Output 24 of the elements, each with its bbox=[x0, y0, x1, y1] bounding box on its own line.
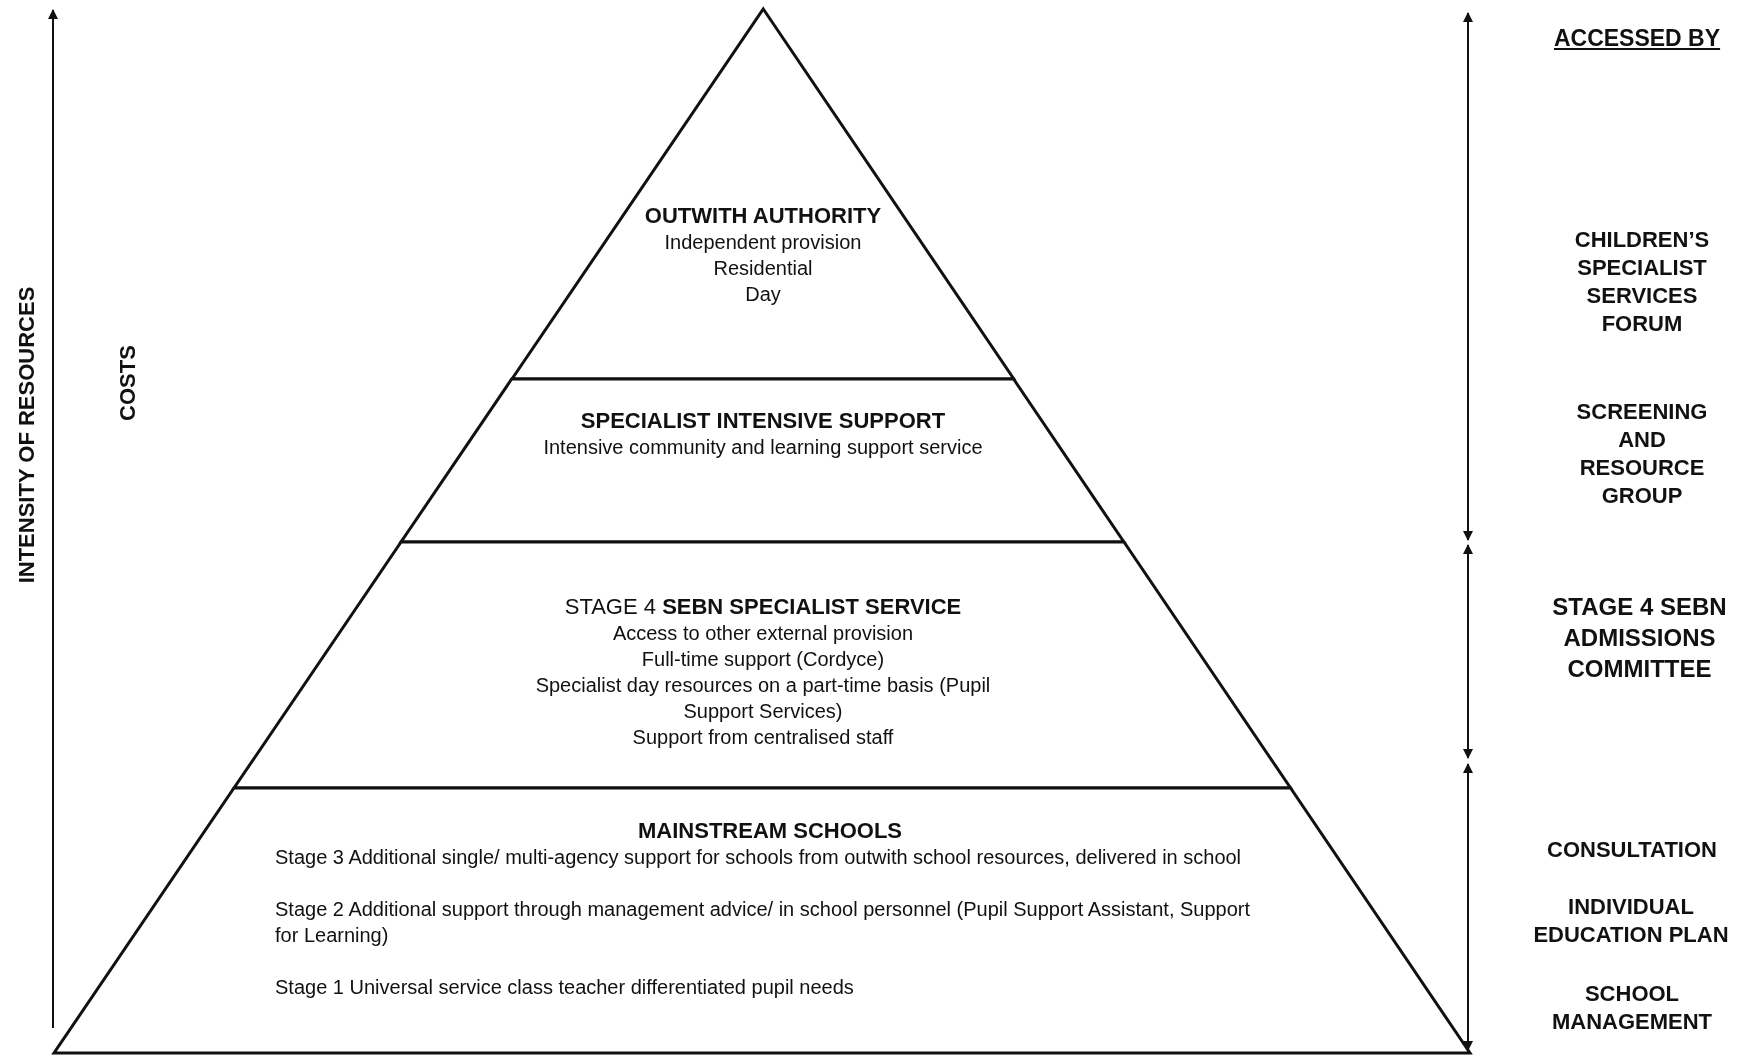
group-label: STAGE 4 SEBN ADMISSIONS COMMITTEE bbox=[1551, 592, 1728, 684]
group-label: CONSULTATION bbox=[1546, 836, 1718, 864]
tier-text: Stage 1 Universal service class teacher differentiated pupil needs bbox=[275, 975, 855, 1000]
tier-heading: STAGE 4 SEBN SPECIALIST SERVICE bbox=[563, 594, 963, 620]
tier-text: Support from centralised staff bbox=[631, 725, 895, 750]
tier-text: Independent provision bbox=[663, 230, 863, 255]
tier-text: Residential bbox=[712, 256, 814, 281]
tier-text: Access to other external provision bbox=[611, 621, 915, 646]
axis-label: COSTS bbox=[113, 345, 141, 421]
column-heading: ACCESSED BY bbox=[1552, 24, 1722, 52]
tier-text: Day bbox=[744, 282, 782, 307]
tier-heading: MAINSTREAM SCHOOLS bbox=[637, 818, 903, 844]
group-label: SCHOOL MANAGEMENT bbox=[1550, 980, 1714, 1036]
tier-text: Stage 3 Additional single/ multi-agency support for schools from outwith school resources, delivered in school bbox=[275, 845, 1243, 870]
group-label: INDIVIDUAL EDUCATION PLAN bbox=[1532, 893, 1730, 949]
group-label: CHILDREN’S SPECIALIST SERVICES FORUM bbox=[1573, 226, 1711, 338]
tier-text: Specialist day resources on a part-time basis (Pupil Support Services) bbox=[534, 673, 992, 724]
tier-text: Full-time support (Cordyce) bbox=[640, 647, 886, 672]
tier-heading: SPECIALIST INTENSIVE SUPPORT bbox=[579, 408, 947, 434]
tier-text: Intensive community and learning support service bbox=[542, 435, 984, 460]
tier-text: Stage 2 Additional support through management advice/ in school personnel (Pupil Support Assistant, Support for Learning) bbox=[275, 897, 1252, 948]
tier-heading: OUTWITH AUTHORITY bbox=[643, 203, 883, 229]
axis-label: INTENSITY OF RESOURCES bbox=[12, 286, 40, 584]
group-label: SCREENING AND RESOURCE GROUP bbox=[1575, 398, 1709, 510]
